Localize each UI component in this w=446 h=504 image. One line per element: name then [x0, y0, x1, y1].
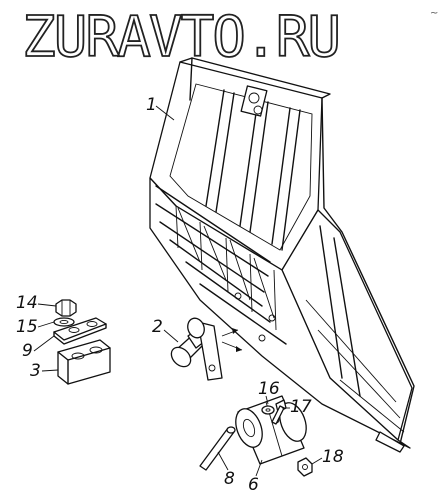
- callout-17: 17: [282, 397, 312, 417]
- part-14-nut: [55, 299, 77, 317]
- part-16-washer: [261, 405, 275, 415]
- part-18-grease-fitting: [297, 457, 313, 477]
- explode-arrows: [221, 328, 243, 352]
- part-2-hinge-pin: [170, 317, 223, 381]
- callout-18: 18: [311, 447, 344, 467]
- callout-16: 16: [258, 379, 280, 405]
- part-6-bushing: [235, 395, 307, 465]
- watermark-text: ZURAVTO.RU: [22, 5, 339, 70]
- callout-8: 8: [217, 451, 235, 489]
- svg-text:3: 3: [30, 361, 41, 381]
- svg-text:14: 14: [16, 293, 38, 313]
- svg-text:1: 1: [146, 95, 157, 115]
- callout-14: 14: [16, 293, 57, 313]
- svg-text:15: 15: [16, 317, 38, 337]
- part-3-base-block: [57, 339, 111, 385]
- svg-text:8: 8: [224, 469, 235, 489]
- part-15-washer: [53, 317, 75, 327]
- part-1-frame-platform: [149, 57, 415, 453]
- callout-6: 6: [248, 459, 263, 495]
- callout-9: 9: [22, 335, 55, 361]
- svg-text:18: 18: [322, 447, 344, 467]
- callout-2: 2: [152, 317, 179, 343]
- svg-text:16: 16: [258, 379, 280, 399]
- corner-mark: ~: [430, 8, 438, 19]
- svg-text:9: 9: [22, 341, 33, 361]
- part-9-spacer-plate: [53, 317, 107, 345]
- svg-text:17: 17: [290, 397, 312, 417]
- svg-text:6: 6: [248, 475, 259, 495]
- callout-1: 1: [146, 95, 175, 121]
- callout-15: 15: [16, 317, 55, 337]
- part-8-pin: [199, 426, 236, 471]
- part-17-bolt: [271, 399, 287, 425]
- svg-text:2: 2: [152, 317, 163, 337]
- callout-3: 3: [30, 361, 59, 381]
- callouts: 1 2 3 6 8 9 14 15: [16, 95, 344, 495]
